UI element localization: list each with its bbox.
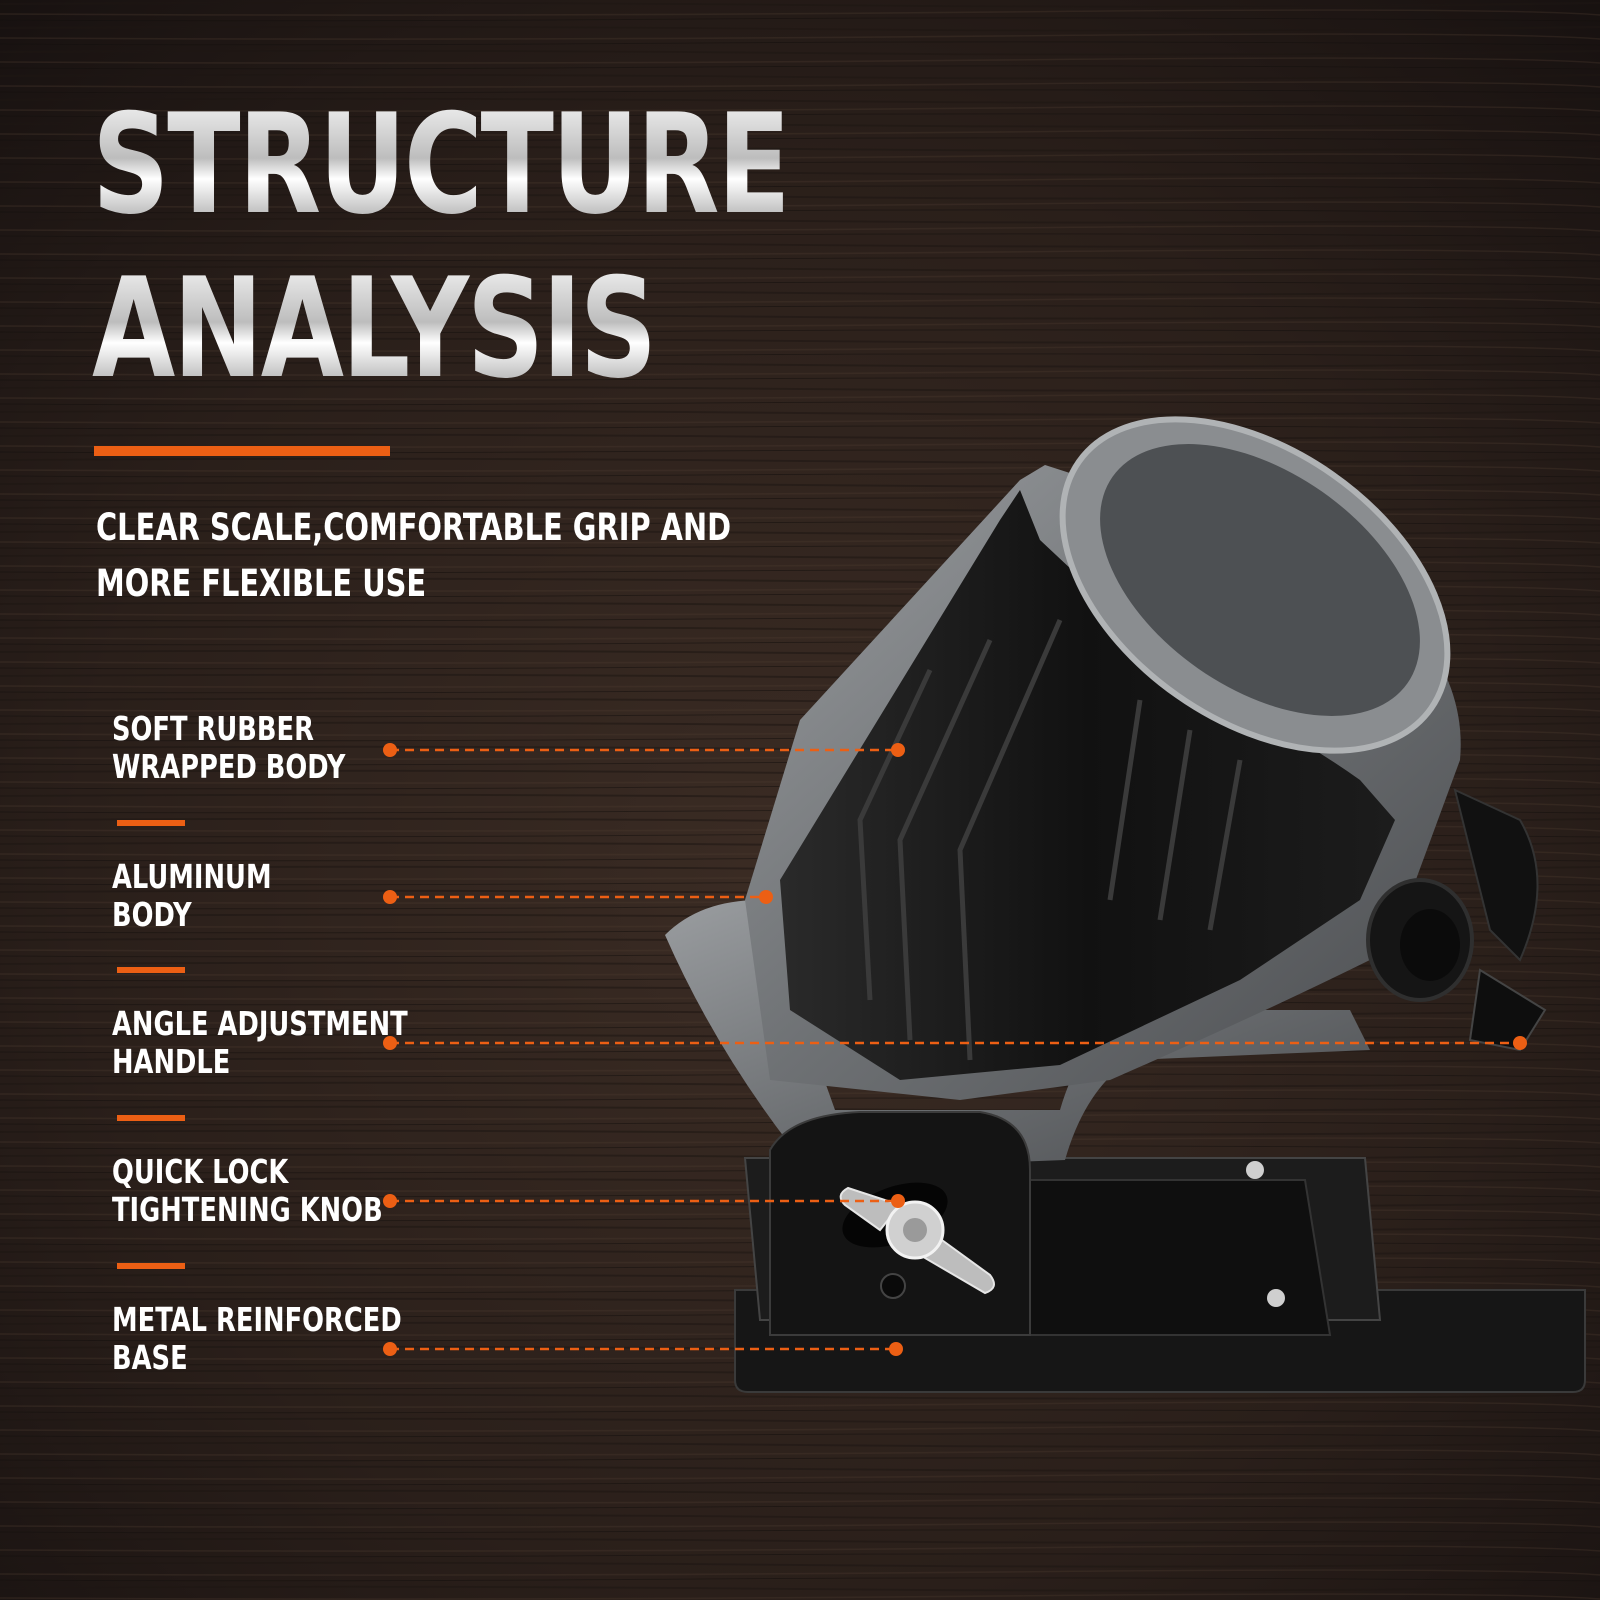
feature-divider <box>117 967 185 973</box>
feature-label-line-2: BODY <box>112 895 192 934</box>
feature-label-line-1: SOFT RUBBER <box>112 709 314 748</box>
feature-angle-adjustment-handle: ANGLE ADJUSTMENT HANDLE <box>112 1005 455 1081</box>
subtitle: CLEAR SCALE,COMFORTABLE GRIP AND MORE FL… <box>96 500 736 612</box>
feature-label-line-2: BASE <box>112 1338 188 1377</box>
title-divider <box>94 446 390 456</box>
feature-label-line-1: QUICK LOCK <box>112 1152 289 1191</box>
feature-label-line-1: METAL REINFORCED <box>112 1300 402 1339</box>
feature-label-line-2: HANDLE <box>112 1042 231 1081</box>
feature-label-line-1: ALUMINUM <box>112 857 272 896</box>
title-line-2: ANALYSIS <box>92 248 657 409</box>
feature-divider <box>117 1263 185 1269</box>
feature-soft-rubber-body: SOFT RUBBER WRAPPED BODY <box>112 710 455 786</box>
feature-label-line-2: WRAPPED BODY <box>112 747 346 786</box>
feature-metal-reinforced-base: METAL REINFORCED BASE <box>112 1301 455 1377</box>
subtitle-line-1: CLEAR SCALE,COMFORTABLE GRIP AND <box>96 506 732 549</box>
feature-label-line-2: TIGHTENING KNOB <box>112 1190 383 1229</box>
feature-divider <box>117 1115 185 1121</box>
subtitle-line-2: MORE FLEXIBLE USE <box>96 562 427 605</box>
feature-quick-lock-knob: QUICK LOCK TIGHTENING KNOB <box>112 1153 455 1229</box>
feature-divider <box>117 820 185 826</box>
feature-aluminum-body: ALUMINUM BODY <box>112 858 455 934</box>
feature-label-line-1: ANGLE ADJUSTMENT <box>112 1004 408 1043</box>
title-line-1: STRUCTURE <box>92 84 791 245</box>
